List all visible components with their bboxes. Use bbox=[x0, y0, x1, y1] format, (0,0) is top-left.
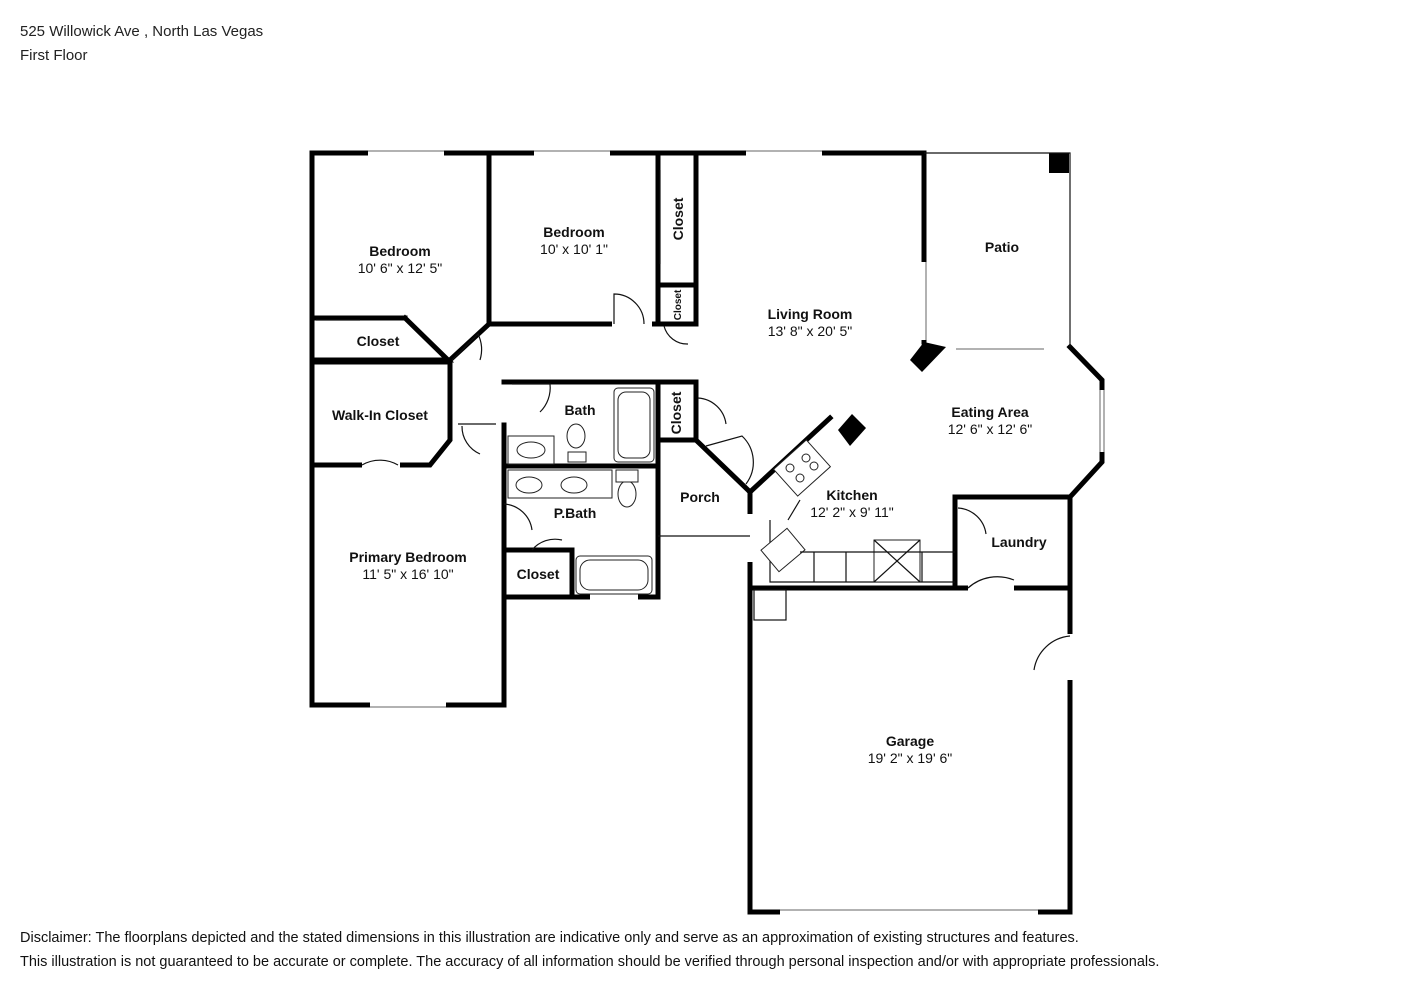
room-dims: 13' 8" x 20' 5" bbox=[768, 323, 853, 339]
room-name: Garage bbox=[886, 733, 934, 749]
room-name: Closet bbox=[673, 289, 684, 320]
room-name: Closet bbox=[670, 197, 686, 240]
room-name: Bath bbox=[564, 402, 595, 418]
room-name: Closet bbox=[668, 391, 684, 434]
floor-label: First Floor bbox=[20, 47, 88, 64]
room-name: Living Room bbox=[768, 306, 853, 322]
room-dims: 19' 2" x 19' 6" bbox=[868, 750, 953, 766]
room-dims: 10' x 10' 1" bbox=[540, 241, 608, 257]
room-name: P.Bath bbox=[554, 505, 597, 521]
disclaimer-line-2: This illustration is not guaranteed to b… bbox=[20, 954, 1160, 970]
room-name: Porch bbox=[680, 489, 720, 505]
room-dims: 12' 2" x 9' 11" bbox=[810, 504, 894, 520]
room-name: Eating Area bbox=[951, 404, 1028, 420]
room-name: Primary Bedroom bbox=[349, 549, 466, 565]
fixtures bbox=[316, 150, 1105, 911]
room-name: Closet bbox=[357, 333, 400, 349]
room-name: Closet bbox=[517, 566, 560, 582]
room-name: Walk-In Closet bbox=[332, 407, 428, 423]
room-name: Kitchen bbox=[826, 487, 877, 503]
room-dims: 10' 6" x 12' 5" bbox=[358, 260, 443, 276]
room-name: Bedroom bbox=[543, 224, 604, 240]
room-name: Bedroom bbox=[369, 243, 430, 259]
room-name: Patio bbox=[985, 239, 1019, 255]
property-address: 525 Willowick Ave , North Las Vegas bbox=[20, 23, 264, 40]
room-dims: 11' 5" x 16' 10" bbox=[362, 566, 453, 582]
room-labels: Bedroom 10' 6" x 12' 5" Bedroom 10' x 10… bbox=[332, 197, 1047, 766]
disclaimer-line-1: Disclaimer: The floorplans depicted and … bbox=[20, 930, 1079, 946]
openings bbox=[362, 149, 1106, 916]
room-name: Laundry bbox=[991, 534, 1046, 550]
room-dims: 12' 6" x 12' 6" bbox=[948, 421, 1033, 437]
